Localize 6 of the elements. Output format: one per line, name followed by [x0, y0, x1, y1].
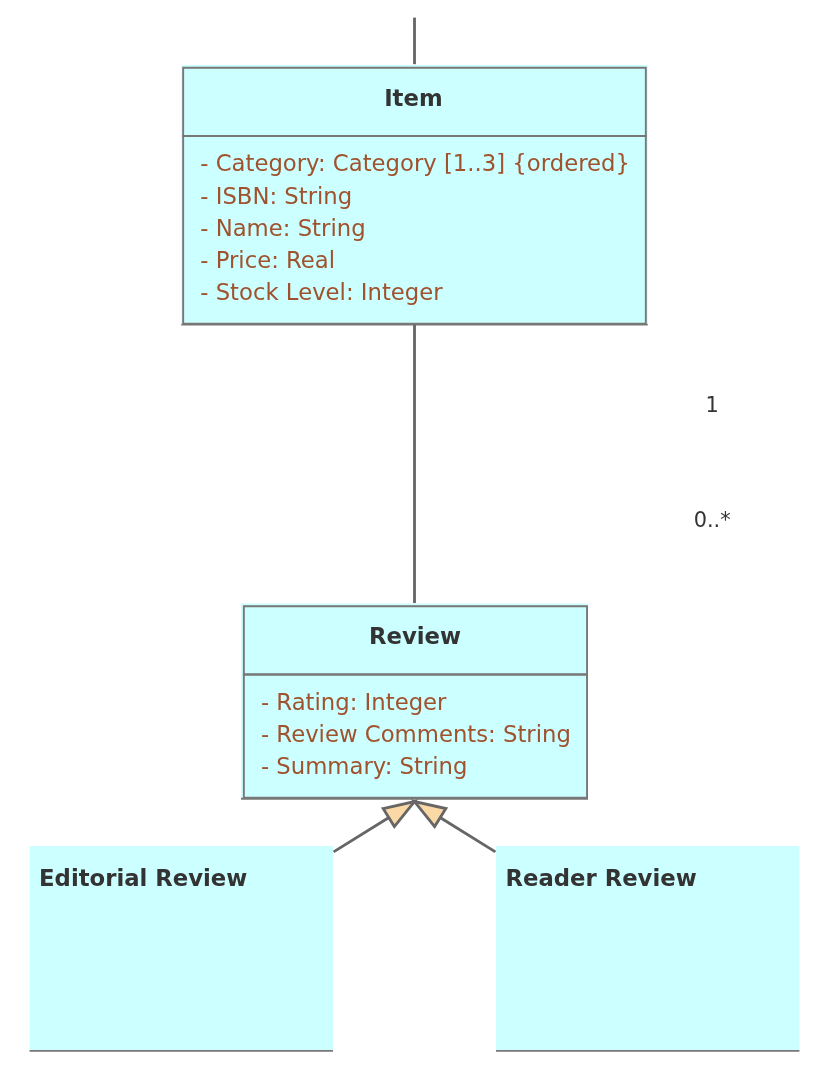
label: 1: [705, 392, 719, 417]
connector: [412, 324, 416, 603]
arrow: [332, 799, 418, 854]
connector: [412, 17, 416, 65]
label: 0..*: [693, 508, 731, 533]
arrow: [410, 799, 496, 854]
